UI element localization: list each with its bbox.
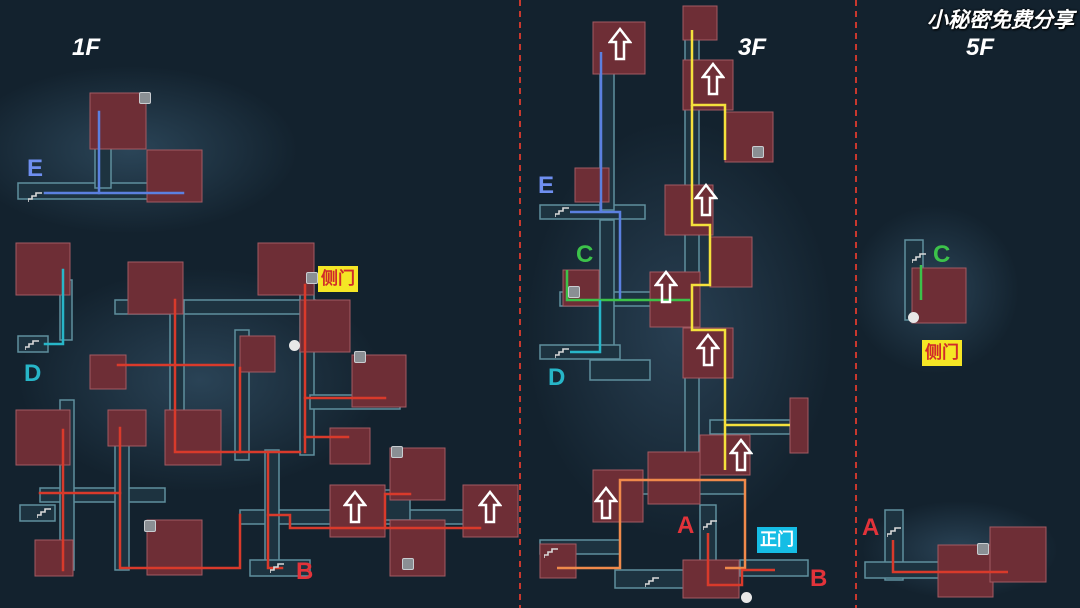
stairs-icon: [703, 520, 717, 530]
marker-a-3f: A: [677, 512, 695, 539]
watermark-text: 小秘密免费分享: [927, 9, 1074, 32]
marker-d-1f: D: [24, 360, 42, 387]
floor-label-1f: 1F: [72, 34, 101, 61]
f3-route-e-h: [570, 210, 622, 300]
up-arrow-icon: [729, 438, 753, 472]
lock-icon: [289, 340, 300, 351]
save-icon: [568, 286, 580, 298]
save-icon: [354, 351, 366, 363]
marker-a-5f: A: [862, 514, 880, 541]
save-icon: [977, 543, 989, 555]
save-icon: [391, 446, 403, 458]
stairs-icon: [544, 548, 558, 558]
save-icon: [139, 92, 151, 104]
f3-route-yellow-2: [690, 105, 727, 470]
f1-route-red-7: [266, 450, 284, 570]
lock-icon: [908, 312, 919, 323]
f1-route-red-10: [383, 492, 412, 530]
f3-route-orange: [557, 478, 747, 570]
marker-c-3f: C: [576, 241, 594, 268]
stairs-icon: [37, 508, 51, 518]
up-arrow-icon: [608, 27, 632, 61]
floor-label-5f: 5F: [966, 34, 995, 61]
side-door-tag-5f: 侧门: [922, 340, 962, 366]
marker-c-5f: C: [933, 241, 951, 268]
up-arrow-icon: [594, 486, 618, 520]
stairs-icon: [887, 527, 901, 537]
up-arrow-icon: [478, 490, 502, 524]
f3-route-yellow: [690, 30, 727, 160]
floor-label-3f: 3F: [738, 34, 767, 61]
stairs-icon: [555, 207, 569, 217]
save-icon: [306, 272, 318, 284]
stairs-icon: [25, 340, 39, 350]
f1-route-d: [43, 268, 65, 346]
save-icon: [402, 558, 414, 570]
marker-d-3f: D: [548, 364, 566, 391]
stairs-icon: [555, 348, 569, 358]
stairs-icon: [645, 577, 659, 587]
stairs-icon: [912, 253, 926, 263]
up-arrow-icon: [343, 490, 367, 524]
stairs-icon: [270, 563, 284, 573]
marker-e-1f: E: [27, 155, 44, 182]
f3-route-red: [706, 533, 775, 587]
f1-route-red-8: [118, 426, 242, 570]
side-door-tag-1f: 侧门: [318, 266, 358, 292]
f3-route-d: [570, 300, 602, 354]
main-door-tag-3f: 正门: [757, 527, 797, 553]
up-arrow-icon: [701, 62, 725, 96]
marker-b-1f: B: [296, 558, 314, 585]
stairs-icon: [28, 192, 42, 202]
save-icon: [144, 520, 156, 532]
f3-route-c: [565, 270, 690, 302]
marker-b-3f: B: [810, 565, 828, 592]
lock-icon: [741, 592, 752, 603]
up-arrow-icon: [696, 333, 720, 367]
up-arrow-icon: [694, 183, 718, 217]
up-arrow-icon: [654, 270, 678, 304]
marker-e-3f: E: [538, 172, 555, 199]
f1-route-red-2: [173, 298, 302, 454]
f5-route-red: [891, 540, 1008, 574]
save-icon: [752, 146, 764, 158]
